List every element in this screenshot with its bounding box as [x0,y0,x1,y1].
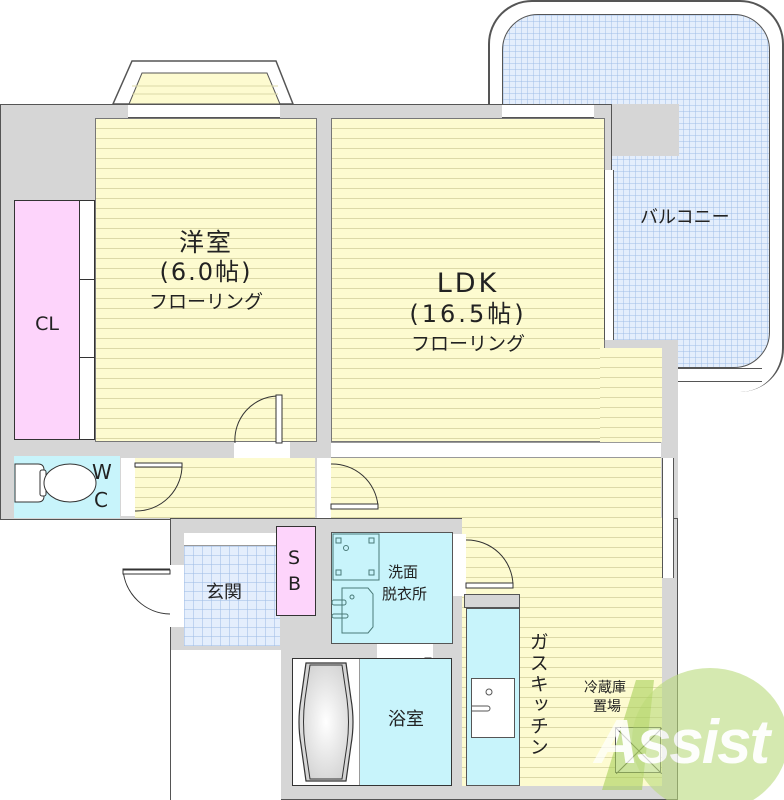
lower-left-cut [0,520,170,800]
ldk-door-swing [330,463,379,507]
bathtub-icon [298,662,354,782]
lower-gap [171,650,281,800]
ldk-size: (16.5帖) [409,300,527,329]
entrance-label: 玄関 [206,582,242,603]
watermark-text: Assist [594,708,770,777]
washroom-door-swing [465,539,514,586]
washbasin-icon [331,587,374,634]
ldk-divider-strip [331,442,661,458]
western-room [95,118,317,442]
bay-window [112,60,294,106]
washroom-line2: 脱衣所 [382,585,428,603]
closet: CL [14,200,80,440]
western-room-label: 洋室 (6.0帖) フローリング [95,228,317,314]
ldk-lower [331,458,661,518]
wc-label-w: W [92,460,112,484]
kitchen-label: ガスキッチン [526,632,549,758]
toilet-icon [14,463,97,503]
washing-machine-icon [332,533,380,581]
kitchen-counter-back [464,594,520,608]
fridge-line1: 冷蔵庫 [584,680,626,696]
closet-label: CL [35,313,59,335]
closet-doors [80,200,95,440]
hallway [135,458,315,518]
watermark-leaf-icon [602,668,784,800]
fridge-line2: 置場 [593,699,621,715]
ldk-ext [600,348,662,442]
bay-window-sill [128,104,280,118]
western-door-swing [234,395,278,444]
sink-icon [472,688,493,712]
ldk-floor: フローリング [410,333,525,356]
balcony-label: バルコニー [640,207,730,228]
ldk-label: LDK (16.5帖) フローリング [331,268,605,356]
wc-label-c: C [94,488,108,512]
bay-window-outline [112,60,294,105]
kitchen-sink [471,678,515,738]
entrance: 玄関 [184,546,280,646]
washroom-line1: 洗面 [388,563,419,581]
watermark-logo: Assist [592,640,784,800]
bathroom-label: 浴室 [388,709,424,730]
ldk-name: LDK [436,268,500,299]
ldk [331,118,605,442]
shoe-box: S B [276,526,316,616]
shoe-box-s: S [288,547,301,569]
western-room-name: 洋室 [178,228,233,257]
western-room-floor: フローリング [148,290,263,313]
east-window [662,458,674,578]
bathtub [293,659,360,785]
shoe-box-b: B [288,573,302,595]
ldk-side-window [604,170,614,340]
ldk-window-sill [502,104,594,118]
entrance-step [184,533,280,546]
western-room-size: (6.0帖) [159,258,253,286]
